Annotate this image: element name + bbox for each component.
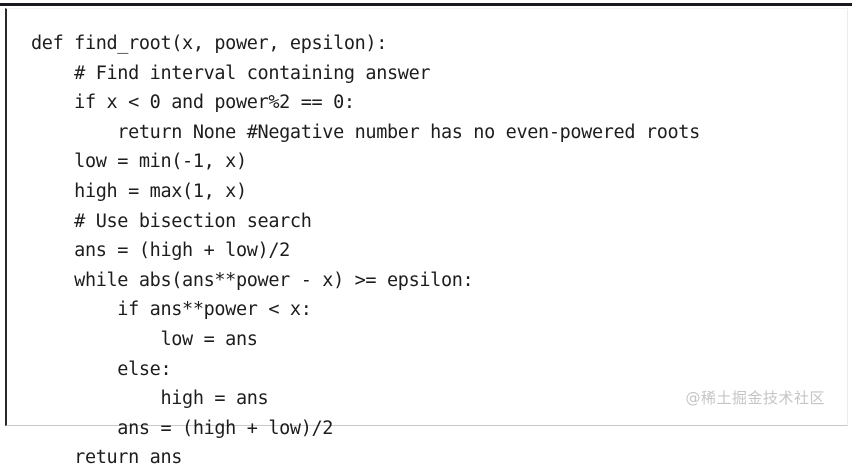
code-line: high = max(1, x)	[31, 180, 247, 202]
code-line: else:	[31, 358, 172, 380]
code-line: if ans**power < x:	[31, 299, 312, 321]
code-block: def find_root(x, power, epsilon): # Find…	[31, 29, 700, 473]
watermark-label: @稀土掘金技术社区	[685, 389, 825, 407]
code-line: return None #Negative number has no even…	[31, 121, 700, 143]
code-line: # Find interval containing answer	[31, 62, 431, 84]
code-line: while abs(ans**power - x) >= epsilon:	[31, 269, 474, 291]
code-line: low = min(-1, x)	[31, 151, 247, 173]
top-rule-divider	[0, 3, 852, 6]
code-snippet-figure: def find_root(x, power, epsilon): # Find…	[0, 3, 852, 469]
code-line: ans = (high + low)/2	[31, 240, 290, 262]
code-line: # Use bisection search	[31, 210, 312, 232]
code-line: low = ans	[31, 328, 258, 350]
code-line: high = ans	[31, 388, 269, 410]
code-line: if x < 0 and power%2 == 0:	[31, 92, 355, 114]
code-line: ans = (high + low)/2	[31, 417, 334, 439]
code-line: def find_root(x, power, epsilon):	[31, 33, 388, 54]
code-line: return ans	[31, 447, 183, 469]
code-frame: def find_root(x, power, epsilon): # Find…	[5, 8, 848, 468]
